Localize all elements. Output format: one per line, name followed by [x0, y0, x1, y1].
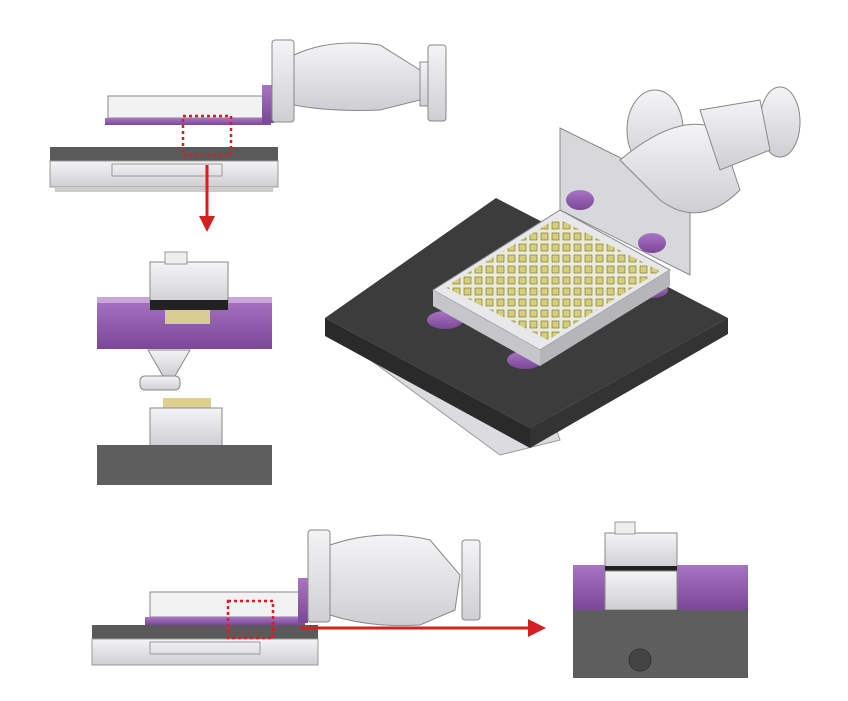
- bolt-circle: [628, 648, 652, 672]
- bottom-side-view: [91, 529, 546, 666]
- red-arrow-down: [199, 216, 215, 232]
- pallet: [107, 95, 266, 119]
- coupling-detail-top: [97, 251, 272, 485]
- isometric-view: [325, 86, 801, 456]
- red-arrow-right: [528, 619, 546, 637]
- highlight-box-2: [226, 599, 275, 640]
- highlight-box-1: [181, 114, 233, 157]
- robot-arm-bottom: [307, 529, 481, 627]
- grid-array: [445, 218, 660, 340]
- robot-arm-iso: [619, 86, 801, 214]
- cone: [147, 349, 191, 377]
- receiver: [149, 407, 223, 447]
- coupling-detail-bottom: [573, 521, 748, 678]
- machine-top-plate: [50, 147, 278, 161]
- robot-arm: [271, 39, 447, 123]
- base-block-2: [573, 610, 748, 678]
- base-block: [97, 445, 272, 485]
- top-side-view: [49, 39, 447, 232]
- machine-body: [49, 160, 279, 188]
- pallet-purple-base: [105, 118, 271, 125]
